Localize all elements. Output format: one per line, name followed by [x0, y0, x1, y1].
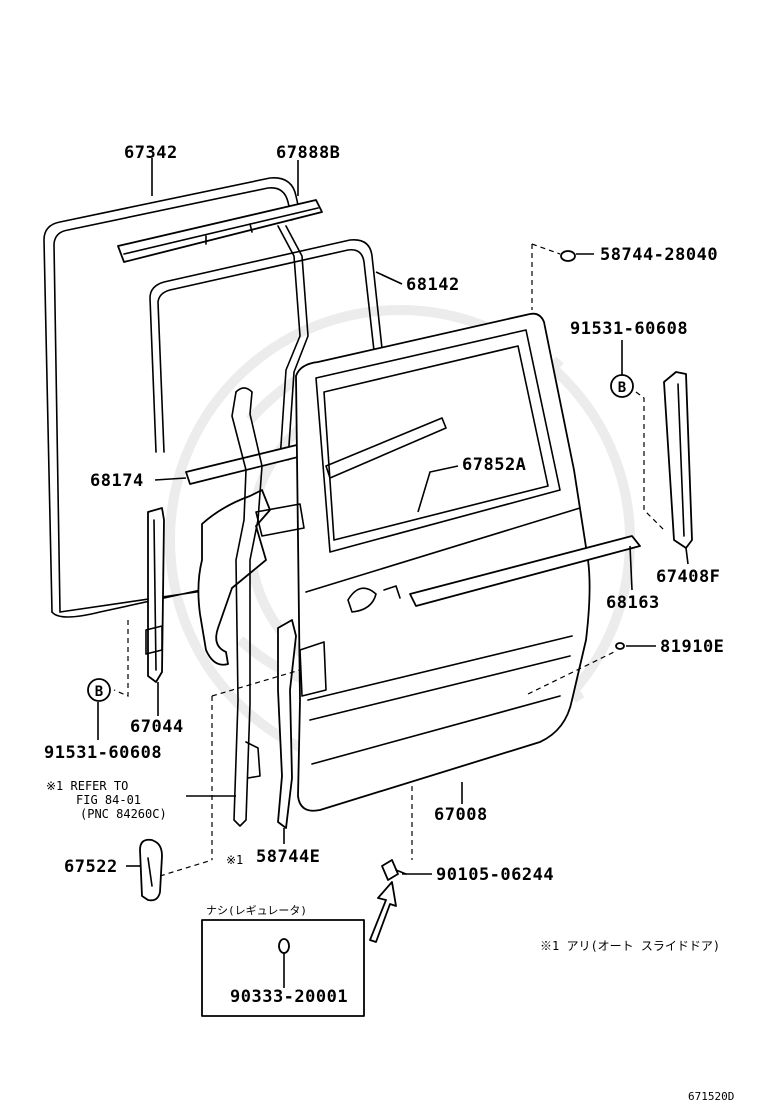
- svg-text:B: B: [618, 380, 626, 396]
- b-marker-left: B: [87, 678, 111, 702]
- part-68142-run[interactable]: [149, 239, 389, 453]
- part-58744e-strip[interactable]: [277, 619, 297, 829]
- label-67522: 67522: [64, 857, 118, 877]
- label-91531-60608-left: 91531-60608: [44, 743, 162, 763]
- b-marker-right: B: [610, 374, 634, 398]
- label-67044: 67044: [130, 717, 184, 737]
- part-division-bar: [277, 225, 309, 461]
- label-68163: 68163: [606, 593, 660, 613]
- label-67852a: 67852A: [462, 455, 526, 475]
- part-67888b-strip[interactable]: [117, 199, 323, 263]
- label-81910e: 81910E: [660, 637, 724, 657]
- diagram-code: 671520D: [688, 1090, 734, 1103]
- label-68174: 68174: [90, 471, 144, 491]
- part-regulator-rail[interactable]: [231, 387, 263, 827]
- label-90105-06244: 90105-06244: [436, 865, 554, 885]
- part-67044-channel[interactable]: [145, 507, 165, 683]
- inset-caption: ナシ(レギュレータ): [206, 904, 307, 917]
- ref-note-line2: FIG 84-01: [76, 793, 141, 807]
- label-58744-28040: 58744-28040: [600, 245, 718, 265]
- part-67408f-strip[interactable]: [663, 371, 693, 549]
- label-91531-60608-right: 91531-60608: [570, 319, 688, 339]
- part-67342-seal[interactable]: [43, 177, 301, 618]
- part-67008-door[interactable]: [295, 312, 591, 812]
- label-68142: 68142: [406, 275, 460, 295]
- part-81910e-plug[interactable]: [615, 642, 625, 650]
- label-58744e: 58744E: [256, 847, 320, 867]
- part-67522-plate[interactable]: [139, 838, 163, 902]
- label-90333-20001: 90333-20001: [230, 987, 348, 1007]
- ref-note-line1: ※1 REFER TO: [46, 779, 128, 793]
- up-arrow-icon: [369, 881, 397, 943]
- part-90105-06244-screw[interactable]: [381, 859, 407, 881]
- label-67408f: 67408F: [656, 567, 720, 587]
- label-67008: 67008: [434, 805, 488, 825]
- footnote: ※1 アリ(オート スライドドア): [540, 939, 720, 953]
- label-67888b: 67888B: [276, 143, 340, 163]
- part-58744-28040-clip[interactable]: [560, 250, 576, 262]
- part-68163-moulding[interactable]: [409, 535, 641, 607]
- inset-box: [201, 919, 365, 1017]
- dashed-relations: [113, 243, 665, 877]
- svg-text:B: B: [95, 684, 103, 700]
- label-67342: 67342: [124, 143, 178, 163]
- mark-58744e: ※1: [226, 853, 243, 867]
- ref-note-line3: (PNC 84260C): [80, 807, 167, 821]
- leader-lines: [97, 158, 689, 875]
